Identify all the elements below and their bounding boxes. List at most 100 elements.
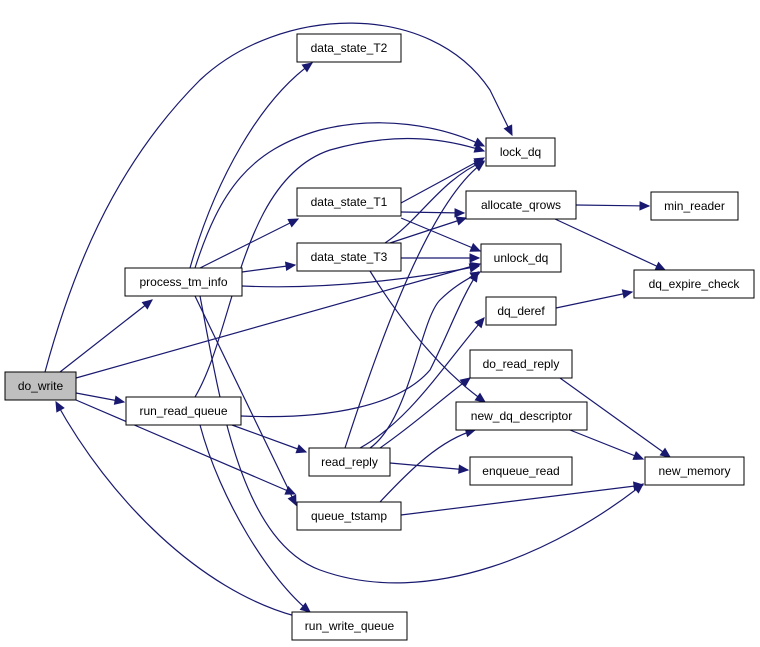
edge-process-tm-info-to-unlock-dq-line: [241, 265, 480, 288]
edge-run-read-queue-to-read-reply-line: [231, 424, 307, 453]
edge-dq-deref-to-dq-expire-check-line: [555, 291, 633, 309]
node-data-state-t1[interactable]: data_state_T1: [296, 187, 402, 217]
svg-text:dq_deref: dq_deref: [497, 304, 545, 318]
edge-queue-tstamp-to-new-memory-line: [400, 484, 644, 516]
edge-do-write-to-run-read-queue-arrowhead: [113, 395, 126, 405]
edge-read-reply-to-do-read-reply-arrowhead: [459, 377, 471, 388]
edge-data-state-t1-to-allocate-qrows-arrowhead: [454, 208, 466, 218]
node-allocate-qrows[interactable]: allocate_qrows: [465, 190, 577, 220]
edge-allocate-qrows-to-dq-expire-check-arrowhead: [654, 261, 667, 271]
edge-run-write-queue-to-do-write-arrowhead: [55, 400, 65, 413]
node-dq-expire-check[interactable]: dq_expire_check: [633, 269, 755, 299]
svg-text:read_reply: read_reply: [321, 455, 378, 469]
edge-read-reply-to-enqueue-read: [389, 462, 470, 474]
node-process-tm-info[interactable]: process_tm_info: [124, 267, 243, 297]
edge-queue-tstamp-to-new-dq-descriptor-line: [379, 429, 476, 503]
edge-data-state-t1-to-unlock-dq-arrowhead: [469, 242, 482, 252]
edge-dq-deref-to-dq-expire-check: [555, 289, 634, 309]
edge-run-read-queue-to-read-reply: [231, 424, 308, 454]
node-new-memory[interactable]: new_memory: [644, 456, 745, 486]
node-do-write[interactable]: do_write: [4, 371, 77, 401]
svg-text:min_reader: min_reader: [664, 199, 725, 213]
edge-read-reply-to-enqueue-read-line: [389, 462, 469, 471]
svg-text:run_write_queue: run_write_queue: [305, 619, 395, 633]
svg-text:queue_tstamp: queue_tstamp: [311, 509, 387, 523]
edge-do-write-to-unlock-dq-line: [75, 263, 481, 379]
edge-new-dq-descriptor-to-new-memory-arrowhead: [632, 451, 645, 460]
edge-queue-tstamp-to-new-memory-arrowhead: [632, 481, 645, 491]
edge-run-read-queue-to-run-write-queue: [199, 424, 311, 613]
edge-run-read-queue-to-read-reply-arrowhead: [295, 444, 308, 454]
edge-data-state-t3-to-new-dq-descriptor-arrowhead: [474, 392, 487, 403]
edge-run-read-queue-to-lock-dq-line: [194, 137, 485, 398]
edge-data-state-t1-to-lock-dq-line: [400, 157, 485, 204]
node-run-write-queue[interactable]: run_write_queue: [291, 611, 408, 641]
edge-read-reply-to-lock-dq-arrowhead: [473, 161, 486, 172]
edge-run-read-queue-to-lock-dq-arrowhead: [473, 143, 486, 153]
node-new-dq-descriptor[interactable]: new_dq_descriptor: [455, 401, 588, 431]
edge-run-read-queue-to-unlock-dq-line: [240, 271, 479, 418]
nodes-layer: do_write process_tm_info run_read_queue …: [4, 33, 755, 641]
edge-process-tm-info-to-new-memory: [199, 295, 644, 584]
edge-process-tm-info-to-data-state-t1-arrowhead: [287, 218, 300, 228]
edge-do-write-to-lock-dq-arrowhead: [503, 124, 513, 137]
node-lock-dq[interactable]: lock_dq: [485, 137, 556, 167]
edge-read-reply-to-unlock-dq-line: [369, 271, 481, 449]
svg-text:data_state_T1: data_state_T1: [311, 195, 388, 209]
edge-do-write-to-lock-dq-line: [44, 22, 513, 373]
edge-data-state-t3-to-unlock-dq-arrowhead: [469, 253, 481, 263]
edge-allocate-qrows-to-dq-expire-check: [554, 218, 667, 271]
edge-process-tm-info-to-queue-tstamp-arrowhead: [287, 494, 297, 507]
node-unlock-dq[interactable]: unlock_dq: [480, 243, 562, 273]
edge-allocate-qrows-to-min-reader: [575, 201, 651, 211]
svg-text:lock_dq: lock_dq: [500, 145, 541, 159]
edge-do-write-to-lock-dq: [44, 22, 513, 373]
svg-text:dq_expire_check: dq_expire_check: [649, 277, 741, 291]
node-data-state-t3[interactable]: data_state_T3: [296, 242, 402, 272]
edge-data-state-t3-to-unlock-dq: [401, 253, 481, 263]
edge-data-state-t3-to-allocate-qrows-arrowhead: [455, 216, 468, 226]
edge-data-state-t1-to-unlock-dq: [400, 217, 482, 252]
svg-text:unlock_dq: unlock_dq: [494, 251, 549, 265]
edge-do-read-reply-to-new-memory-line: [559, 377, 671, 458]
edge-allocate-qrows-to-min-reader-arrowhead: [639, 201, 651, 211]
node-data-state-t2[interactable]: data_state_T2: [296, 33, 402, 63]
edge-do-write-to-process-tm-info: [59, 299, 153, 373]
svg-text:new_memory: new_memory: [658, 464, 730, 478]
edge-data-state-t3-to-allocate-qrows: [389, 216, 468, 244]
edge-run-read-queue-to-run-write-queue-line: [199, 424, 311, 613]
edge-process-tm-info-to-unlock-dq: [241, 263, 481, 288]
node-dq-deref[interactable]: dq_deref: [485, 296, 557, 326]
edge-read-reply-to-enqueue-read-arrowhead: [458, 464, 470, 474]
node-min-reader[interactable]: min_reader: [650, 191, 739, 221]
node-do-read-reply[interactable]: do_read_reply: [469, 349, 573, 379]
edge-read-reply-to-unlock-dq-arrowhead: [469, 271, 482, 281]
edge-data-state-t3-to-allocate-qrows-line: [389, 217, 467, 244]
node-read-reply[interactable]: read_reply: [308, 447, 391, 477]
node-enqueue-read[interactable]: enqueue_read: [469, 456, 573, 486]
edge-process-tm-info-to-queue-tstamp: [194, 295, 297, 507]
svg-text:data_state_T2: data_state_T2: [311, 41, 388, 55]
edges-layer: [44, 22, 671, 617]
edge-run-write-queue-to-do-write-line: [55, 401, 296, 617]
edge-process-tm-info-to-data-state-t1: [199, 218, 300, 269]
node-run-read-queue[interactable]: run_read_queue: [125, 396, 242, 426]
edge-process-tm-info-to-data-state-t2-arrowhead: [301, 62, 314, 73]
svg-text:enqueue_read: enqueue_read: [482, 464, 559, 478]
edge-do-read-reply-to-new-memory-arrowhead: [659, 447, 671, 458]
node-queue-tstamp[interactable]: queue_tstamp: [296, 501, 402, 531]
edge-read-reply-to-unlock-dq: [369, 271, 482, 449]
edge-read-reply-to-dq-deref-arrowhead: [474, 317, 485, 329]
svg-text:data_state_T3: data_state_T3: [311, 250, 388, 264]
edge-dq-deref-to-dq-expire-check-arrowhead: [621, 289, 634, 299]
edge-do-write-to-process-tm-info-arrowhead: [141, 299, 153, 310]
edge-read-reply-to-do-read-reply-line: [379, 377, 471, 449]
edge-read-reply-to-lock-dq: [344, 161, 486, 449]
edge-allocate-qrows-to-dq-expire-check-line: [554, 218, 666, 271]
svg-text:allocate_qrows: allocate_qrows: [481, 198, 561, 212]
edge-process-tm-info-to-data-state-t3-arrowhead: [284, 261, 297, 271]
edge-process-tm-info-to-data-state-t1-line: [199, 218, 299, 269]
edge-process-tm-info-to-data-state-t3: [241, 261, 297, 273]
svg-text:new_dq_descriptor: new_dq_descriptor: [471, 409, 572, 423]
